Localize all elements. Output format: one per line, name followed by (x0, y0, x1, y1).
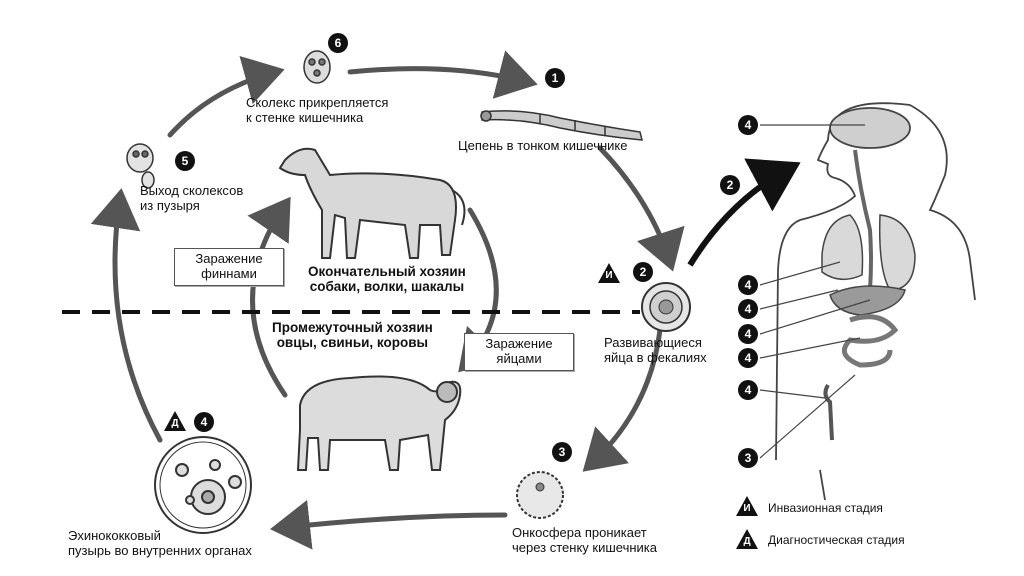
tapeworm-illustration (480, 110, 643, 141)
oncosphere-illustration (516, 471, 564, 519)
stage-badge-4: 4 (194, 412, 214, 432)
arrow-4-to-5 (90, 188, 163, 443)
stage-2-label: Развивающиеся яйца в фекалиях (604, 335, 707, 365)
legend-diagnostic-text: Диагностическая стадия (768, 533, 905, 547)
diagnostic-letter: Д (171, 418, 179, 429)
invasive-letter: И (605, 270, 613, 281)
organ-badge-lung: 4 (738, 275, 758, 295)
stage-badge-1: 1 (545, 68, 565, 88)
legend-invasive-letter: И (743, 503, 751, 514)
infection-eggs-box: Заражение яйцами (464, 333, 574, 371)
legend-diagnostic-icon: Д (735, 528, 759, 550)
invasive-stage-icon: И (597, 262, 621, 284)
stage-badge-5: 5 (175, 151, 195, 171)
arrow-1-to-2 (597, 145, 685, 272)
organ-badge-liver: 4 (738, 299, 758, 319)
organ-badge-intestine: 4 (738, 348, 758, 368)
definitive-host-label: Окончательный хозяин собаки, волки, шака… (308, 264, 466, 294)
scolices-illustration (126, 143, 155, 189)
dog-illustration (278, 147, 466, 259)
stage-1-label: Цепень в тонком кишечнике (458, 138, 628, 153)
intermediate-host-label: Промежуточный хозяин овцы, свиньи, коров… (272, 320, 433, 350)
legend-diagnostic-letter: Д (743, 536, 751, 547)
human-organs (821, 214, 916, 441)
stage-3-label: Онкосфера проникает через стенку кишечни… (512, 525, 658, 555)
stage-6-label: Сколекс прикрепляется к стенке кишечника (246, 95, 389, 125)
human-arrow-badge: 2 (720, 175, 740, 195)
stage-4-label: Эхинококковый пузырь во внутренних орган… (68, 528, 252, 558)
scolex-illustration (303, 50, 331, 84)
arrow-6-to-1 (347, 50, 538, 99)
bone-illustration (823, 383, 834, 441)
human-body-illustration (775, 102, 976, 501)
hydatid-cyst-illustration (154, 436, 252, 534)
infection-finns-box: Заражение финнами (174, 248, 284, 286)
organ-badge-bone: 4 (738, 380, 758, 400)
arrow-2-to-3 (582, 327, 663, 472)
stage-badge-2: 2 (633, 262, 653, 282)
stage-badge-3: 3 (552, 442, 572, 462)
organ-pointer-lines (759, 124, 871, 459)
diagnostic-stage-icon: Д (163, 410, 187, 432)
stage-5-label: Выход сколексов из пузыря (140, 183, 244, 213)
sheep-illustration (296, 375, 462, 471)
organ-badge-brain: 4 (738, 115, 758, 135)
egg-illustration (641, 282, 691, 332)
legend-invasive-icon: И (735, 495, 759, 517)
stage-badge-6: 6 (328, 33, 348, 53)
arrow-3-to-4 (270, 499, 508, 550)
arrow-sheep-to-dog (247, 196, 291, 398)
arrow-5-to-6 (167, 55, 285, 138)
legend-invasive-text: Инвазионная стадия (768, 501, 883, 515)
lungs-illustration (821, 214, 916, 291)
intestine-illustration (841, 314, 899, 368)
cycle-arrows (90, 50, 685, 550)
organ-badge-intestine-wall: 3 (738, 448, 758, 468)
arrow-to-human (687, 158, 801, 267)
organ-badge-abdomen: 4 (738, 324, 758, 344)
